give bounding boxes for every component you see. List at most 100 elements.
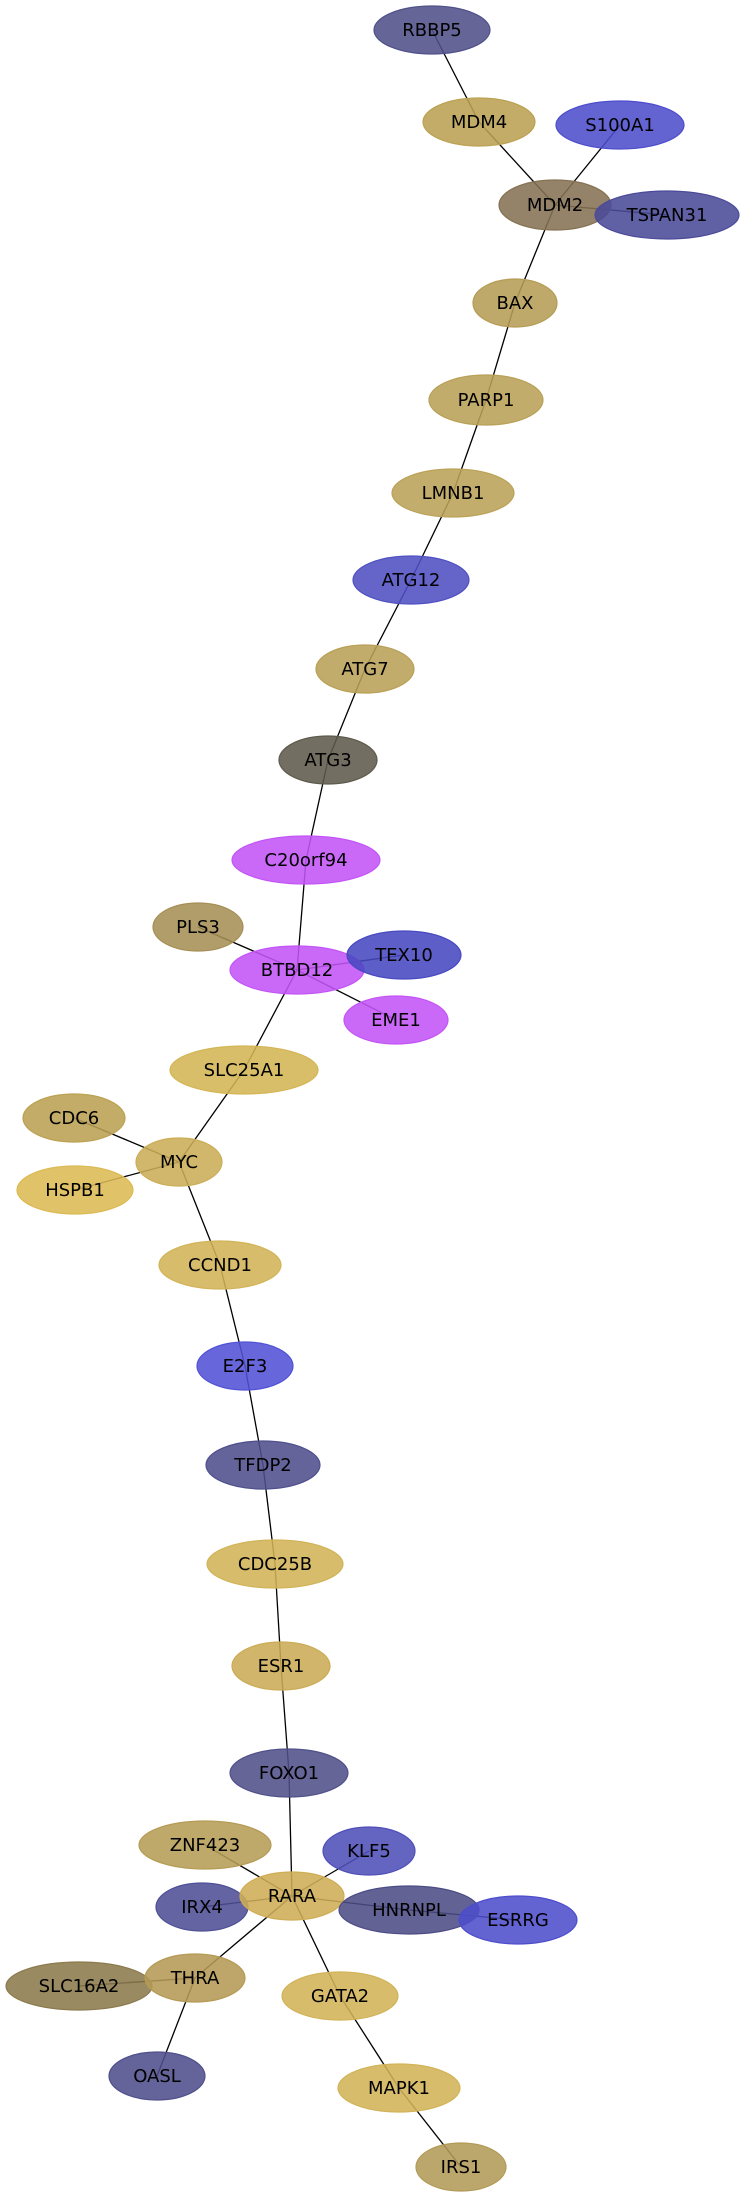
node-lmnb1[interactable]: LMNB1	[391, 468, 515, 518]
node-ellipse[interactable]	[152, 902, 244, 952]
node-label: RARA	[268, 1886, 317, 1907]
node-atg3[interactable]: ATG3	[278, 735, 378, 785]
node-esr1[interactable]: ESR1	[231, 1641, 331, 1691]
node-label: ESRRG	[487, 1910, 549, 1931]
node-ellipse[interactable]	[322, 1826, 416, 1876]
node-label: IRX4	[181, 1897, 223, 1918]
node-ellipse[interactable]	[337, 2063, 461, 2113]
node-label: MDM2	[527, 195, 583, 216]
node-ellipse[interactable]	[472, 278, 558, 328]
node-label: SLC25A1	[204, 1060, 285, 1081]
node-ellipse[interactable]	[144, 1953, 246, 2003]
node-label: MDM4	[451, 112, 507, 133]
node-label: ATG7	[341, 659, 388, 680]
node-ellipse[interactable]	[281, 1971, 399, 2021]
node-ellipse[interactable]	[16, 1165, 134, 1215]
node-mapk1[interactable]: MAPK1	[337, 2063, 461, 2113]
node-label: ZNF423	[170, 1835, 241, 1856]
node-thra[interactable]: THRA	[144, 1953, 246, 2003]
node-cdc25b[interactable]: CDC25B	[206, 1539, 344, 1589]
node-label: GATA2	[311, 1986, 369, 2007]
node-ellipse[interactable]	[555, 100, 685, 150]
node-ellipse[interactable]	[458, 1895, 578, 1945]
node-ellipse[interactable]	[239, 1871, 345, 1921]
node-label: THRA	[170, 1968, 220, 1989]
node-esrrg[interactable]: ESRRG	[458, 1895, 578, 1945]
node-s100a1[interactable]: S100A1	[555, 100, 685, 150]
node-cdc6[interactable]: CDC6	[22, 1093, 126, 1143]
node-znf423[interactable]: ZNF423	[138, 1820, 272, 1870]
node-label: RBBP5	[402, 20, 462, 41]
node-label: S100A1	[585, 115, 655, 136]
node-label: PLS3	[176, 917, 220, 938]
node-foxo1[interactable]: FOXO1	[229, 1748, 349, 1798]
node-label: C20orf94	[264, 850, 347, 871]
node-label: IRS1	[441, 2157, 482, 2178]
node-pls3[interactable]: PLS3	[152, 902, 244, 952]
node-parp1[interactable]: PARP1	[428, 374, 544, 426]
node-ellipse[interactable]	[315, 644, 415, 694]
node-mdm4[interactable]: MDM4	[422, 97, 536, 147]
node-ellipse[interactable]	[346, 930, 462, 980]
node-atg12[interactable]: ATG12	[352, 555, 470, 605]
node-atg7[interactable]: ATG7	[315, 644, 415, 694]
node-ellipse[interactable]	[138, 1820, 272, 1870]
node-bax[interactable]: BAX	[472, 278, 558, 328]
node-irx4[interactable]: IRX4	[155, 1882, 249, 1932]
node-label: EME1	[371, 1010, 421, 1031]
node-ellipse[interactable]	[229, 1748, 349, 1798]
node-tex10[interactable]: TEX10	[346, 930, 462, 980]
node-ellipse[interactable]	[231, 1641, 331, 1691]
node-ellipse[interactable]	[196, 1341, 294, 1391]
node-tspan31[interactable]: TSPAN31	[594, 190, 740, 240]
node-e2f3[interactable]: E2F3	[196, 1341, 294, 1391]
node-rara[interactable]: RARA	[239, 1871, 345, 1921]
node-label: OASL	[133, 2066, 181, 2087]
node-irs1[interactable]: IRS1	[415, 2142, 507, 2192]
node-ellipse[interactable]	[205, 1440, 321, 1490]
node-rbbp5[interactable]: RBBP5	[373, 5, 491, 55]
node-ellipse[interactable]	[352, 555, 470, 605]
node-tfdp2[interactable]: TFDP2	[205, 1440, 321, 1490]
node-ccnd1[interactable]: CCND1	[158, 1240, 282, 1290]
node-ellipse[interactable]	[391, 468, 515, 518]
node-hnrnpl[interactable]: HNRNPL	[338, 1885, 480, 1935]
node-label: PARP1	[458, 390, 515, 411]
node-label: MYC	[160, 1152, 198, 1173]
node-hspb1[interactable]: HSPB1	[16, 1165, 134, 1215]
node-label: LMNB1	[422, 483, 485, 504]
node-ellipse[interactable]	[169, 1045, 319, 1095]
node-btbd12[interactable]: BTBD12	[229, 945, 365, 995]
node-ellipse[interactable]	[158, 1240, 282, 1290]
node-myc[interactable]: MYC	[135, 1137, 223, 1187]
node-label: TSPAN31	[626, 205, 708, 226]
node-ellipse[interactable]	[428, 374, 544, 426]
node-mdm2[interactable]: MDM2	[498, 179, 612, 231]
node-c20orf94[interactable]: C20orf94	[231, 835, 381, 885]
node-label: BAX	[497, 293, 534, 314]
node-label: CDC6	[49, 1108, 99, 1129]
node-label: FOXO1	[259, 1763, 319, 1784]
node-slc16a2[interactable]: SLC16A2	[5, 1961, 153, 2011]
node-label: HSPB1	[45, 1180, 105, 1201]
node-klf5[interactable]: KLF5	[322, 1826, 416, 1876]
node-ellipse[interactable]	[415, 2142, 507, 2192]
node-ellipse[interactable]	[373, 5, 491, 55]
node-eme1[interactable]: EME1	[343, 995, 449, 1045]
node-label: ATG3	[304, 750, 351, 771]
node-ellipse[interactable]	[231, 835, 381, 885]
node-ellipse[interactable]	[22, 1093, 126, 1143]
node-ellipse[interactable]	[108, 2051, 206, 2101]
node-label: SLC16A2	[39, 1976, 120, 1997]
node-ellipse[interactable]	[278, 735, 378, 785]
node-ellipse[interactable]	[206, 1539, 344, 1589]
node-gata2[interactable]: GATA2	[281, 1971, 399, 2021]
node-oasl[interactable]: OASL	[108, 2051, 206, 2101]
node-ellipse[interactable]	[135, 1137, 223, 1187]
node-label: E2F3	[223, 1356, 268, 1377]
node-slc25a1[interactable]: SLC25A1	[169, 1045, 319, 1095]
node-ellipse[interactable]	[594, 190, 740, 240]
node-ellipse[interactable]	[422, 97, 536, 147]
node-ellipse[interactable]	[343, 995, 449, 1045]
